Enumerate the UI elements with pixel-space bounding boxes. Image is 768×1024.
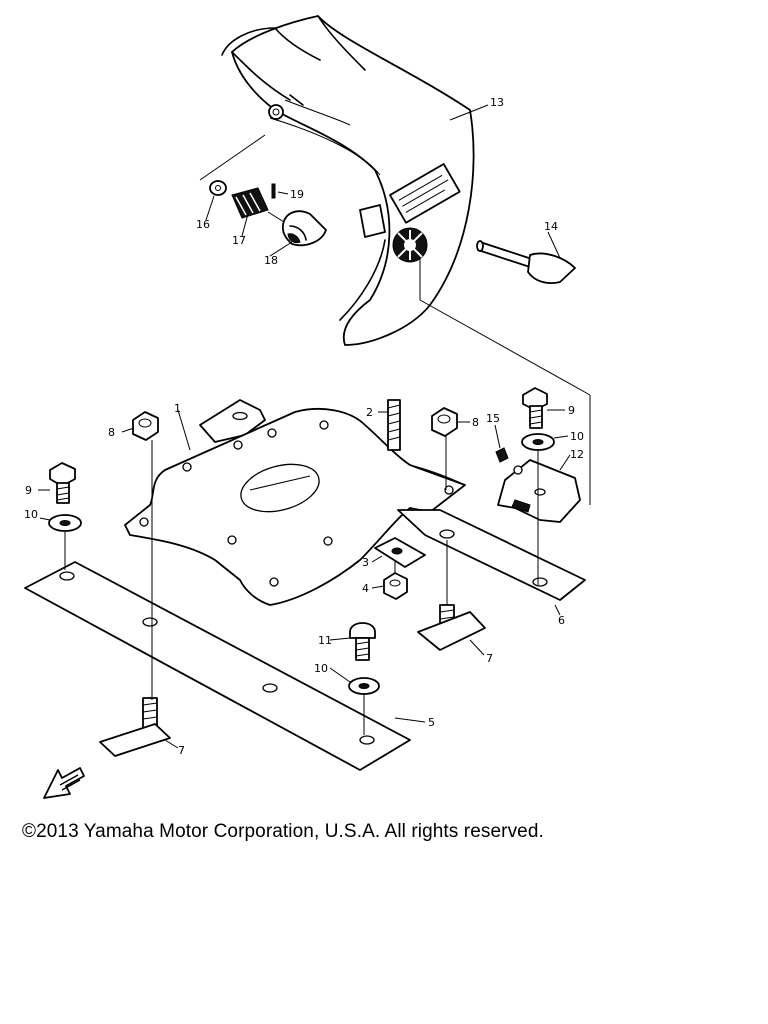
bolt-part-9-left — [49, 462, 76, 504]
callout-19: 19 — [290, 188, 304, 201]
callout-6: 6 — [558, 614, 565, 627]
front-arrow-icon — [43, 767, 85, 799]
callout-8-right: 8 — [472, 416, 479, 429]
copyright-notice: ©2013 Yamaha Motor Corporation, U.S.A. A… — [22, 821, 544, 842]
callout-10-bottom: 10 — [314, 662, 328, 675]
callout-10-left: 10 — [24, 508, 38, 521]
callout-11: 11 — [318, 634, 332, 647]
bolt-part-9-right — [522, 387, 548, 429]
warning-label — [389, 163, 461, 224]
pin-part-14 — [476, 240, 576, 285]
stud-part-2 — [387, 399, 401, 451]
knob-part-18 — [281, 210, 327, 247]
leader-lines — [38, 104, 571, 749]
t-bolt-part-7-left — [99, 697, 171, 757]
callout-16: 16 — [196, 218, 210, 231]
callout-17: 17 — [232, 234, 246, 247]
mounting-plate-part-1 — [124, 399, 466, 606]
callout-2: 2 — [366, 406, 373, 419]
callout-10-right: 10 — [570, 430, 584, 443]
nut-part-8-right — [431, 407, 458, 437]
callout-9-left: 9 — [25, 484, 32, 497]
t-bolt-part-7-right — [417, 604, 486, 651]
rail-part-5 — [24, 561, 411, 771]
knob-assembly — [209, 180, 327, 247]
callout-14: 14 — [544, 220, 558, 233]
clip-part-15 — [495, 447, 509, 463]
bolt-part-11 — [349, 622, 376, 661]
callout-7-right: 7 — [486, 652, 493, 665]
spring-part-17 — [231, 187, 269, 219]
callout-3: 3 — [362, 556, 369, 569]
tab-part-3 — [374, 537, 426, 568]
callout-7-left: 7 — [178, 744, 185, 757]
callout-4: 4 — [362, 582, 369, 595]
callout-labels: 13 14 16 17 18 19 1 2 8 8 15 9 10 12 9 1… — [24, 96, 584, 757]
callout-8-left: 8 — [108, 426, 115, 439]
callout-18: 18 — [264, 254, 278, 267]
callout-9-right: 9 — [568, 404, 575, 417]
callout-5: 5 — [428, 716, 435, 729]
callout-1: 1 — [174, 402, 181, 415]
rail-part-6 — [397, 509, 586, 601]
callout-13: 13 — [490, 96, 504, 109]
callout-15: 15 — [486, 412, 500, 425]
nut-part-4 — [383, 572, 408, 600]
callout-12: 12 — [570, 448, 584, 461]
bracket-part-12 — [497, 459, 581, 523]
nut-part-8-left — [132, 411, 159, 441]
engine-shroud — [221, 15, 475, 346]
